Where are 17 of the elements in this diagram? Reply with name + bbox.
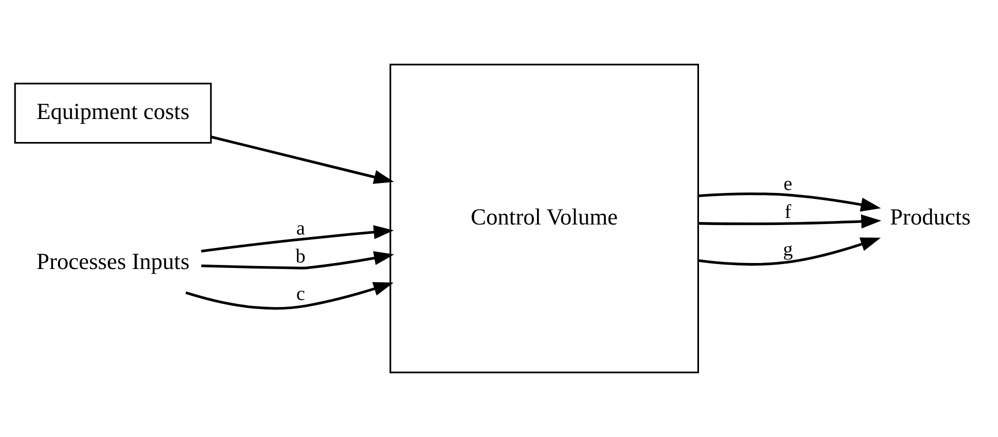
node-box: Control Volume <box>390 64 699 374</box>
edge-label: e <box>784 172 792 195</box>
edge-label: b <box>296 245 306 268</box>
arrow <box>698 192 881 212</box>
edge-label: g <box>782 238 793 261</box>
arrow <box>201 225 394 252</box>
edge-label: c <box>296 283 306 306</box>
arrow <box>210 136 394 184</box>
edge-label: a <box>296 217 306 240</box>
arrow <box>201 251 394 270</box>
arrow <box>698 214 882 228</box>
arrow <box>698 238 881 266</box>
arrow <box>185 282 394 310</box>
node-text: Processes Inputs <box>36 248 190 274</box>
node-text: Products <box>890 204 971 230</box>
node-box: Equipment costs <box>14 82 212 144</box>
edge-label: f <box>784 200 792 223</box>
